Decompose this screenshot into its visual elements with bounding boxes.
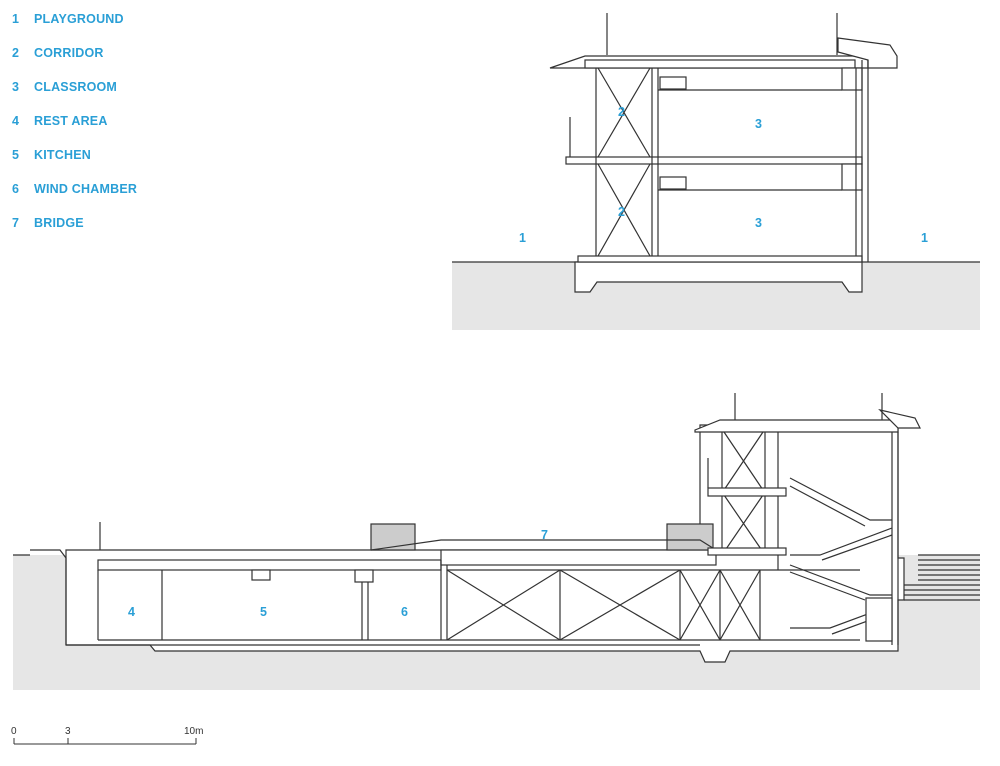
roof-beam: [584, 59, 856, 69]
label-bridge: 7: [541, 528, 548, 542]
exterior-steps: [904, 554, 980, 601]
beam: [251, 569, 271, 581]
legend: 1 PLAYGROUND 2 CORRIDOR 3 CLASSROOM 4 REST A…: [12, 12, 137, 250]
bridge-deck: [440, 549, 717, 566]
legend-label: CORRIDOR: [34, 46, 104, 60]
label-rest-area: 4: [128, 605, 135, 619]
scale-label-zero: 0: [11, 726, 17, 737]
legend-item-bridge: 7 BRIDGE: [12, 216, 137, 250]
legend-item-playground: 1 PLAYGROUND: [12, 12, 137, 46]
legend-label: REST AREA: [34, 114, 108, 128]
retaining-wall: [30, 549, 67, 645]
legend-num: 4: [12, 114, 20, 128]
legend-label: WIND CHAMBER: [34, 182, 138, 196]
bridge-surface: [370, 539, 717, 551]
beam: [354, 569, 374, 583]
section-a: [452, 13, 980, 330]
legend-label: CLASSROOM: [34, 80, 118, 94]
tower-slab: [707, 547, 787, 556]
legend-num: 3: [12, 80, 20, 94]
floor-beam: [841, 163, 863, 191]
label-wind-chamber: 6: [401, 605, 408, 619]
legend-item-rest-area: 4 REST AREA: [12, 114, 137, 148]
label-corridor-upper: 2: [618, 105, 625, 119]
legend-num: 7: [12, 216, 20, 230]
tower-slab: [707, 487, 787, 497]
stair-flight: [790, 527, 893, 561]
ground-slab: [577, 255, 863, 263]
foundation: [574, 261, 863, 293]
label-corridor-lower: 2: [618, 205, 625, 219]
duct: [659, 176, 687, 190]
legend-num: 6: [12, 182, 20, 196]
tower-parapet: [878, 408, 921, 429]
label-playground-left: 1: [519, 231, 526, 245]
legend-item-kitchen: 5 KITCHEN: [12, 148, 137, 182]
legend-item-wind-chamber: 6 WIND CHAMBER: [12, 182, 137, 216]
legend-label: KITCHEN: [34, 148, 91, 162]
legend-num: 2: [12, 46, 20, 60]
scale-label-end: 10m: [184, 726, 203, 737]
stair-flight: [789, 564, 892, 601]
corridor-brace: [597, 67, 651, 257]
label-kitchen: 5: [260, 605, 267, 619]
legend-label: PLAYGROUND: [34, 12, 124, 26]
duct: [659, 76, 687, 90]
roof-beam-end: [841, 67, 863, 91]
label-playground-right: 1: [921, 231, 928, 245]
tower-roof: [694, 419, 899, 433]
legend-num: 1: [12, 12, 20, 26]
legend-label: BRIDGE: [34, 216, 84, 230]
floor-slab: [565, 156, 863, 165]
roof-slab: [97, 559, 442, 571]
scale-bar: [13, 738, 197, 745]
section-b: [13, 393, 980, 690]
label-classroom-lower: 3: [755, 216, 762, 230]
bridge-railing: [666, 523, 714, 551]
legend-item-corridor: 2 CORRIDOR: [12, 46, 137, 80]
roof-parapet: [837, 37, 898, 69]
stair-flight: [789, 477, 892, 527]
legend-item-classroom: 3 CLASSROOM: [12, 80, 137, 114]
legend-num: 5: [12, 148, 20, 162]
bridge-railing: [370, 523, 416, 551]
truss-brace: [446, 569, 761, 641]
label-classroom-upper: 3: [755, 117, 762, 131]
tower-brace: [723, 431, 764, 553]
stair-landing: [865, 597, 893, 642]
scale-label-mid: 3: [65, 726, 71, 737]
